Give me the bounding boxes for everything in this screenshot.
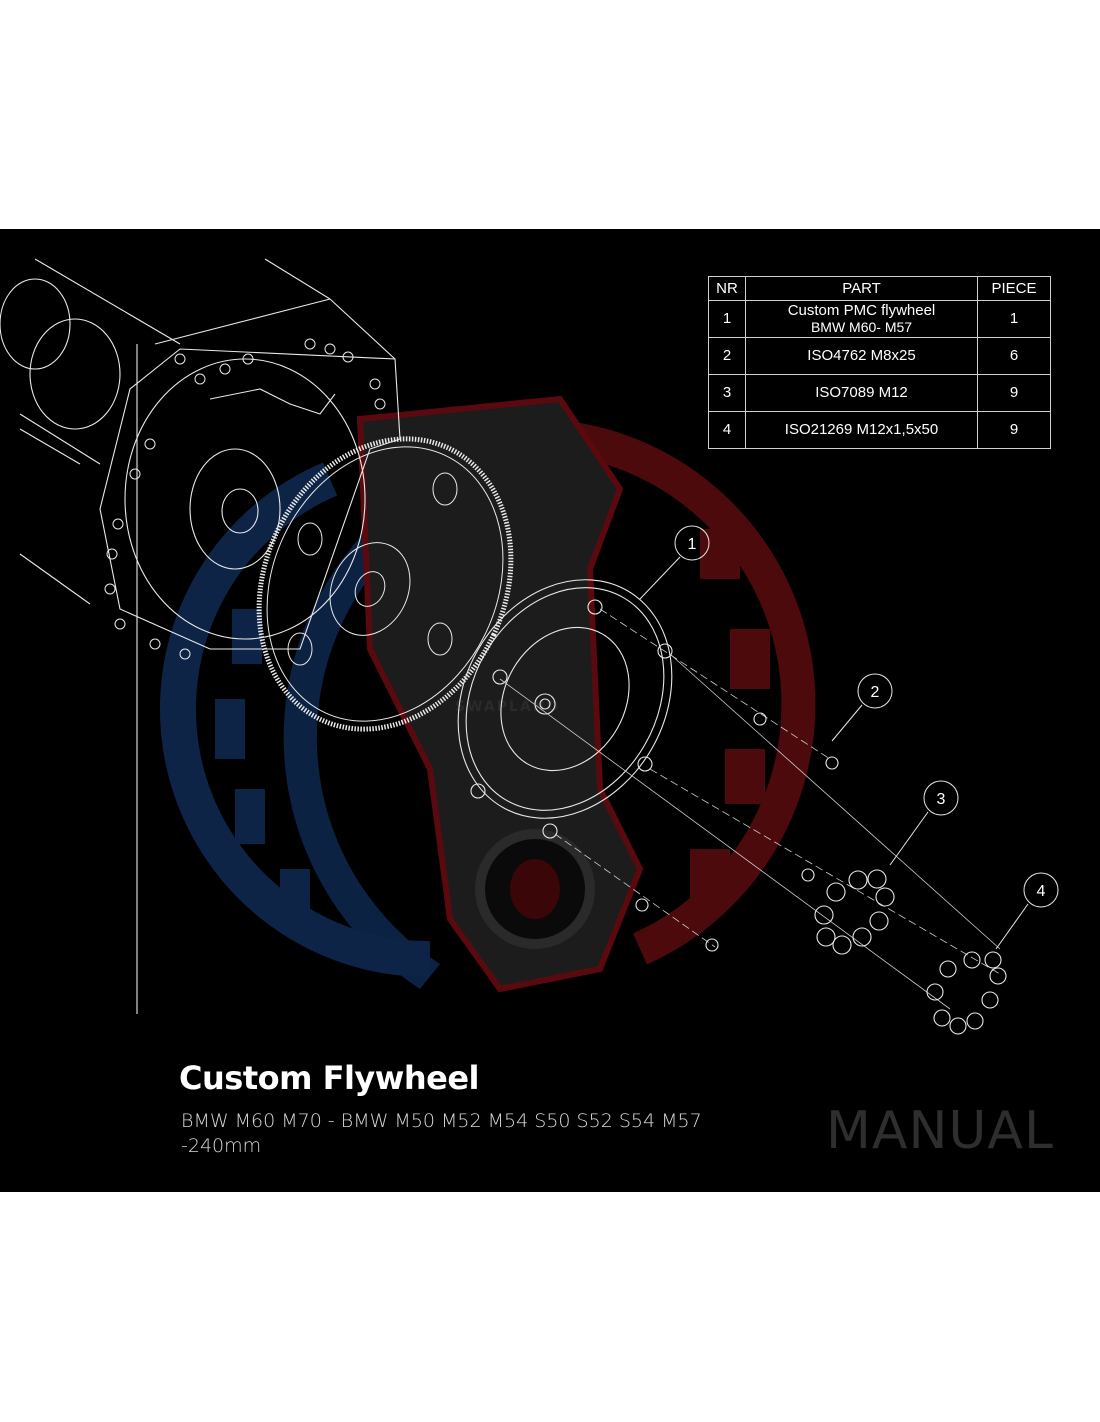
manual-badge: MANUAL [826, 1101, 1054, 1161]
callout-number: 1 [688, 536, 697, 553]
callout-2: 2 [831, 673, 893, 742]
cell-nr: 1 [708, 300, 746, 338]
part-line1: Custom PMC flywheel [787, 302, 936, 319]
callout-number: 2 [871, 684, 880, 701]
watermark-gear-teeth-blue [215, 609, 310, 919]
callout-number: 3 [937, 791, 946, 808]
cell-piece: 6 [977, 337, 1051, 375]
table-row: 4 ISO21269 M12x1,5x50 9 [708, 411, 1051, 449]
engine-block [0, 258, 401, 1014]
cell-part: ISO21269 M12x1,5x50 [745, 411, 978, 449]
product-subtitle: BMW M60 M70 - BMW M50 M52 M54 S50 S52 S5… [181, 1109, 781, 1159]
cell-part: ISO7089 M12 [745, 374, 978, 412]
watermark-logo: SWAPLAND [160, 395, 816, 993]
callout-4: 4 [995, 872, 1059, 950]
hex-bolts [635, 712, 1007, 1035]
ring-gear [256, 436, 514, 732]
table-header-row: NR PART PIECE [708, 276, 1051, 301]
table-row: 3 ISO7089 M12 9 [708, 374, 1051, 412]
cell-piece: 1 [977, 300, 1051, 338]
header-part: PART [745, 276, 978, 301]
callout-1: 1 [639, 525, 710, 600]
cell-nr: 4 [708, 411, 746, 449]
table-row: 2 ISO4762 M8x25 6 [708, 337, 1051, 375]
watermark-gear-teeth-red [690, 529, 770, 899]
header-piece: PIECE [977, 276, 1051, 301]
cell-part: ISO4762 M8x25 [745, 337, 978, 375]
cell-nr: 3 [708, 374, 746, 412]
engine-bolts [104, 338, 386, 660]
cell-nr: 2 [708, 337, 746, 375]
exploded-view-drawing: SWAPLAND [0, 258, 1059, 1035]
part-line2: BMW M60- M57 [810, 319, 913, 335]
product-title: Custom Flywheel [179, 1059, 479, 1097]
cell-piece: 9 [977, 374, 1051, 412]
cell-piece: 9 [977, 411, 1051, 449]
subtitle-line2: -240mm [181, 1135, 262, 1157]
custom-flywheel [457, 579, 673, 839]
diagram-panel: SWAPLAND [0, 229, 1100, 1192]
watermark-text: SWAPLAND [455, 699, 560, 715]
callout-number: 4 [1037, 883, 1046, 900]
subtitle-line1: BMW M60 M70 - BMW M50 M52 M54 S50 S52 S5… [181, 1110, 702, 1132]
washers [814, 869, 895, 955]
watermark-gear-blue-arc [160, 462, 431, 978]
header-nr: NR [708, 276, 746, 301]
axis-lines [499, 608, 1001, 1010]
callout-3: 3 [889, 780, 959, 866]
